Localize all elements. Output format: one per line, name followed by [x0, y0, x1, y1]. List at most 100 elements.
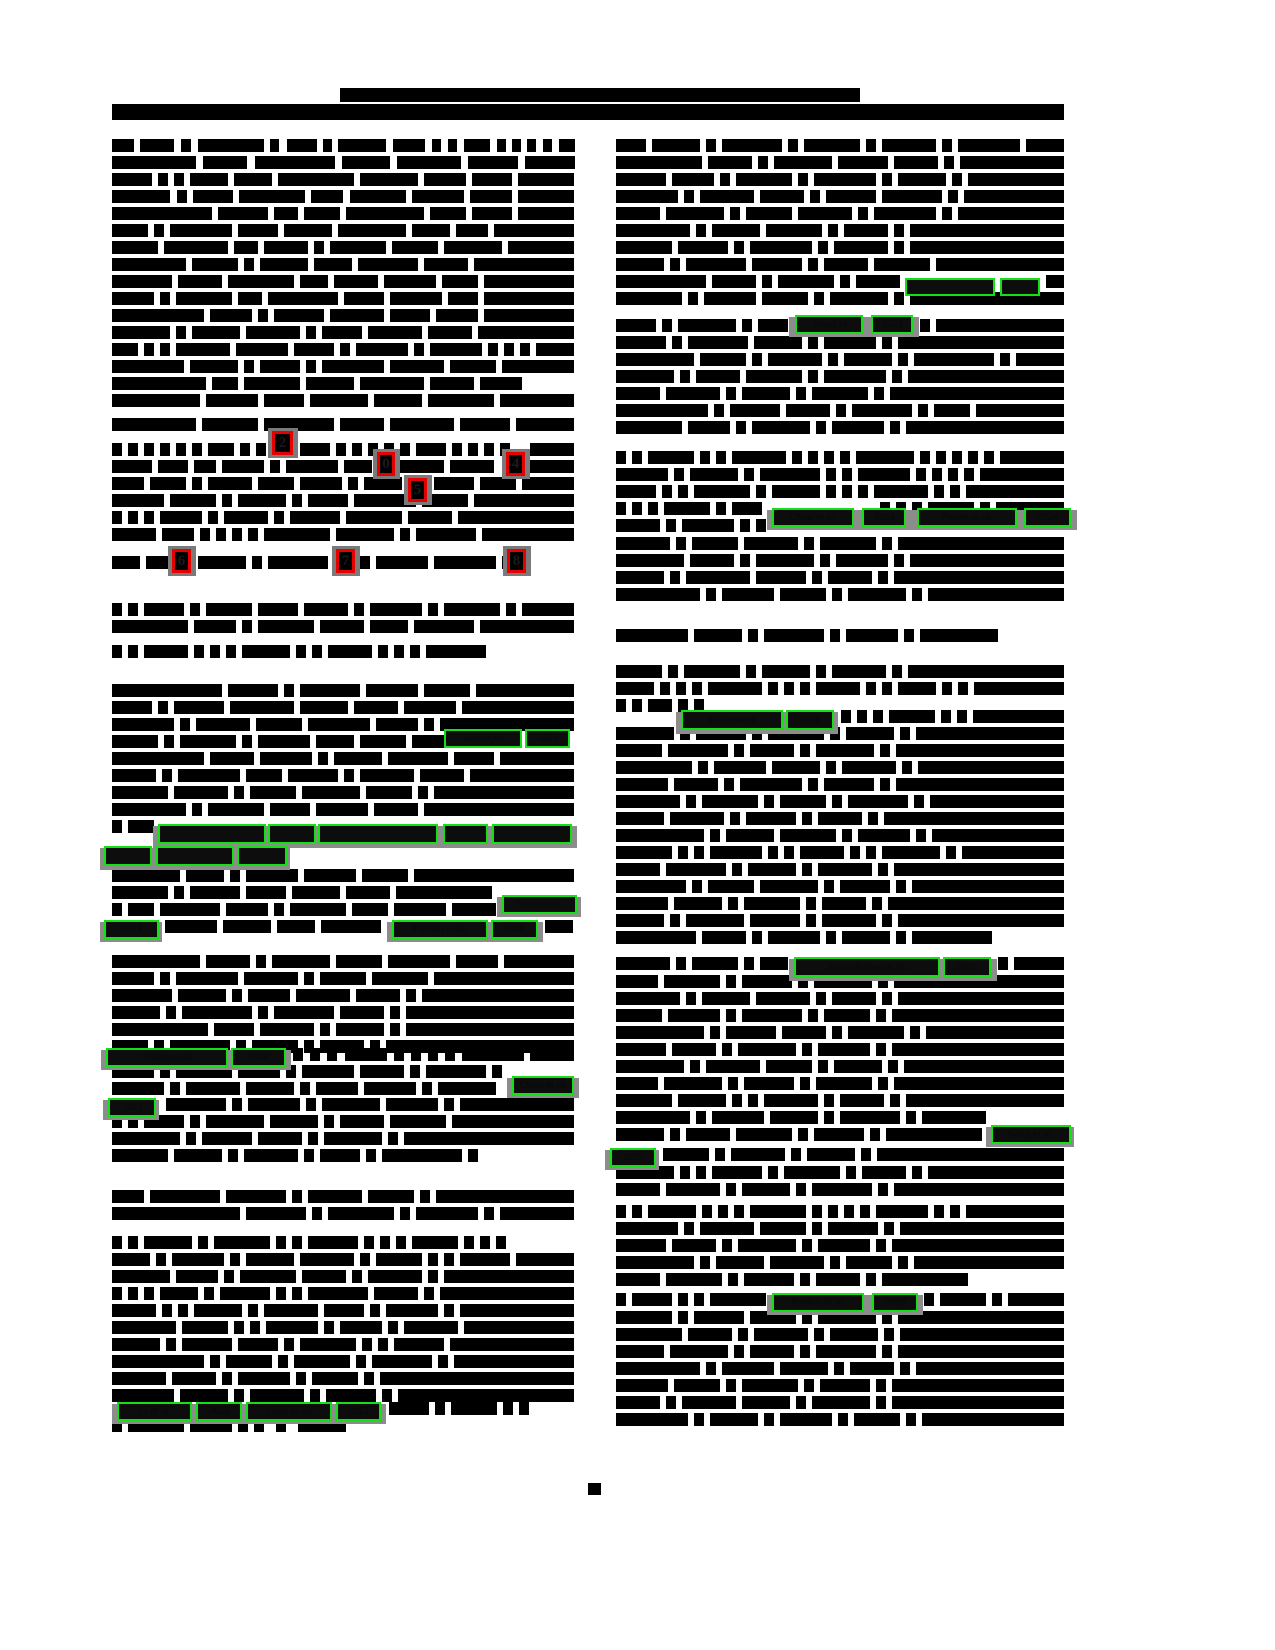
citation-highlight[interactable]	[492, 824, 572, 844]
redacted-text-bar	[345, 1048, 387, 1061]
redacted-text-bar	[182, 1321, 228, 1334]
redacted-text-bar	[177, 190, 187, 203]
redacted-text-bar	[334, 275, 378, 288]
redacted-text-bar	[160, 1287, 198, 1300]
citation-highlight[interactable]: Banerjee	[444, 729, 522, 748]
redacted-text-bar	[842, 761, 896, 774]
citation-highlight[interactable]	[905, 278, 995, 296]
citation-highlight[interactable]: Parikh et al.	[392, 920, 488, 939]
citation-highlight[interactable]: Chen et al.	[512, 1076, 574, 1095]
redacted-text-bar	[616, 1345, 664, 1358]
citation-highlight[interactable]: Li et al.	[117, 1402, 192, 1421]
redacted-text-bar	[274, 309, 324, 322]
redacted-text-bar	[190, 173, 228, 186]
redacted-text-bar	[752, 258, 802, 271]
redacted-text-bar	[836, 404, 846, 417]
redacted-text-bar	[830, 1328, 878, 1341]
redacted-text-bar	[710, 1026, 720, 1039]
redacted-text-bar	[844, 1205, 854, 1218]
citation-highlight[interactable]: Petrie et al.	[917, 508, 1017, 527]
redacted-text-bar	[428, 394, 494, 407]
citation-highlight[interactable]: 2023	[336, 1402, 381, 1421]
citation-highlight[interactable]: Chen et al.	[772, 508, 854, 527]
redacted-text-bar	[274, 1006, 334, 1019]
citation-highlight[interactable]: 2024	[196, 1402, 242, 1421]
citation-highlight[interactable]: Pennebaker et al.	[794, 957, 940, 977]
citation-highlight[interactable]: 2024	[1024, 508, 1071, 527]
citation-highlight[interactable]	[443, 824, 488, 844]
redacted-text-bar	[112, 528, 156, 541]
redacted-text-bar	[181, 139, 191, 152]
citation-highlight[interactable]: 2024	[786, 710, 834, 730]
citation-highlight[interactable]: Song et al.	[991, 1125, 1071, 1144]
redacted-text-bar	[616, 992, 680, 1005]
redacted-text-bar	[882, 846, 940, 859]
redacted-text-bar	[356, 1355, 366, 1368]
redacted-text-bar	[666, 863, 726, 876]
citation-highlight[interactable]: Parikh et al.	[772, 1293, 864, 1312]
citation-highlight[interactable]: Mahmoodi	[681, 710, 783, 730]
redacted-text-bar	[780, 1362, 828, 1375]
answer-digit[interactable]: 4	[506, 452, 525, 476]
redacted-text-bar	[960, 156, 1064, 169]
redacted-text-bar	[208, 477, 252, 490]
redacted-text-bar	[316, 1082, 358, 1095]
redacted-text-bar	[444, 603, 500, 616]
citation-highlight[interactable]: 2019	[104, 920, 159, 939]
redacted-text-bar	[474, 494, 574, 507]
citation-highlight[interactable]	[158, 824, 266, 844]
citation-highlight[interactable]: 2024	[525, 729, 570, 748]
answer-digit[interactable]: 0	[377, 452, 395, 476]
citation-highlight[interactable]: Mahmoodi	[106, 1048, 228, 1067]
answer-digit[interactable]: 6	[172, 549, 191, 573]
redacted-text-bar	[378, 645, 388, 658]
redacted-text-bar	[824, 451, 834, 464]
redacted-text-bar	[450, 460, 494, 473]
redacted-text-bar	[722, 1239, 732, 1252]
answer-digit[interactable]: 2	[272, 431, 293, 455]
redacted-text-bar	[816, 1345, 876, 1358]
citation-highlight[interactable]	[318, 824, 438, 844]
redacted-text-bar	[308, 1287, 368, 1300]
redacted-text-bar	[176, 343, 230, 356]
redacted-text-bar	[684, 1222, 694, 1235]
redacted-text-bar	[382, 1389, 392, 1402]
redacted-text-bar	[898, 353, 908, 366]
citation-highlight[interactable]	[1000, 278, 1040, 296]
redacted-text-bar	[828, 1222, 878, 1235]
redacted-text-bar	[616, 139, 646, 152]
citation-highlight[interactable]	[104, 846, 152, 866]
redacted-text-bar	[832, 1026, 842, 1039]
redacted-text-bar	[304, 207, 340, 220]
citation-highlight[interactable]: 2023	[108, 1098, 156, 1117]
redacted-text-bar	[710, 829, 720, 842]
redacted-text-bar	[310, 1048, 320, 1061]
citation-highlight[interactable]: 2023	[610, 1148, 656, 1167]
citation-highlight[interactable]: 2015	[943, 957, 991, 977]
citation-highlight[interactable]: 2020	[491, 920, 538, 939]
redacted-text-bar	[726, 975, 736, 988]
citation-highlight[interactable]	[156, 846, 234, 866]
citation-highlight[interactable]: Sinn et al.	[502, 895, 577, 914]
citation-highlight[interactable]: 2023	[871, 315, 913, 334]
redacted-text-bar	[164, 735, 174, 748]
citation-highlight[interactable]: 2024	[862, 508, 906, 527]
redacted-text-bar	[203, 156, 247, 169]
redacted-text-bar	[458, 511, 574, 524]
citation-highlight[interactable]: Jiang et	[795, 315, 863, 334]
redacted-text-bar	[702, 1205, 712, 1218]
citation-highlight[interactable]: Song et al.	[246, 1402, 332, 1421]
answer-digit[interactable]: 7	[336, 549, 355, 573]
redacted-text-bar	[800, 1077, 810, 1090]
redacted-text-bar	[748, 863, 796, 876]
citation-highlight[interactable]	[268, 824, 316, 844]
redacted-text-bar	[500, 1207, 574, 1220]
citation-highlight[interactable]	[237, 846, 287, 866]
citation-highlight[interactable]: 2020	[872, 1293, 918, 1312]
citation-highlight[interactable]: 2024	[231, 1048, 286, 1067]
redacted-text-bar	[824, 370, 886, 383]
answer-digit[interactable]: 8	[507, 549, 526, 573]
redacted-text-bar	[862, 1166, 906, 1179]
redacted-text-bar	[780, 588, 826, 601]
answer-digit[interactable]: 5	[408, 478, 427, 502]
